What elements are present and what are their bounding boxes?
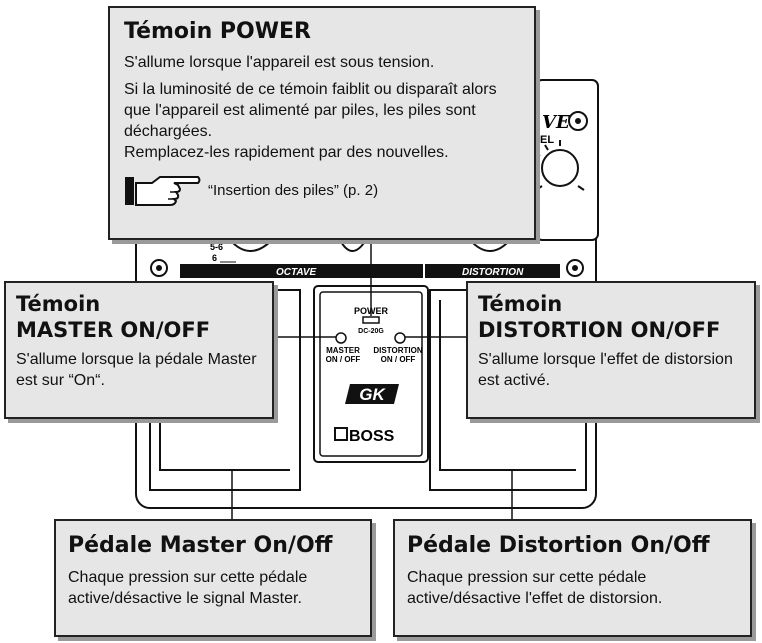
distortion-led-label-2: ON / OFF [381, 355, 416, 364]
battery-reference: “Insertion des piles” (p. 2) [124, 173, 522, 207]
distortion-led [394, 332, 406, 344]
boss-logo-square [334, 427, 348, 441]
distortion-pedal-text: Chaque pression sur cette pédale active/… [407, 569, 663, 607]
knob-mark-2: 6 [212, 253, 217, 263]
master-led-label-2: ON / OFF [326, 355, 361, 364]
distortion-led-callout: Témoin DISTORTION ON/OFF S'allume lorsqu… [466, 281, 756, 419]
power-callout-line2: Si la luminosité de ce témoin faiblit ou… [124, 81, 497, 140]
master-led-callout: Témoin MASTER ON/OFF S'allume lorsque la… [4, 281, 274, 419]
distortion-callout-title-1: Témoin [478, 292, 563, 316]
distortion-pedal-callout: Pédale Distortion On/Off Chaque pression… [393, 519, 752, 637]
distortion-callout-text: S'allume lorsque l'effet de distorsion e… [478, 351, 733, 389]
gk-logo: GK [359, 385, 386, 404]
boss-logo: BOSS [349, 428, 395, 445]
label-strip [180, 264, 560, 278]
knob-mark-1: 5-6 [210, 242, 223, 252]
master-callout-title-1: Témoin [16, 292, 101, 316]
knob-right [541, 149, 579, 187]
distortion-section-label: DISTORTION [462, 267, 524, 278]
top-label-1: VE [542, 112, 570, 133]
master-led-label-1: MASTER [326, 346, 360, 355]
gk-logo-plate [345, 384, 399, 404]
master-pedal-title: Pédale Master On/Off [68, 533, 333, 558]
power-callout: Témoin POWER S'allume lorsque l'appareil… [108, 6, 536, 240]
master-callout-text: S'allume lorsque la pédale Master est su… [16, 351, 257, 389]
power-callout-title: Témoin POWER [124, 19, 311, 44]
master-callout-title-2: MASTER ON/OFF [16, 318, 211, 342]
distortion-led-label-1: DISTORTION [373, 346, 422, 355]
power-led [362, 316, 380, 324]
pointing-hand-icon [125, 176, 201, 206]
master-pedal-text: Chaque pression sur cette pédale active/… [68, 569, 308, 607]
distortion-pedal-title: Pédale Distortion On/Off [407, 533, 710, 558]
top-label-2: EL [540, 134, 554, 146]
master-led [335, 332, 347, 344]
octave-section-label: OCTAVE [276, 267, 317, 278]
power-callout-line3: Remplacez-les rapidement par des nouvell… [124, 144, 449, 161]
battery-reference-text: “Insertion des piles” (p. 2) [208, 181, 379, 199]
distortion-callout-title-2: DISTORTION ON/OFF [478, 318, 721, 342]
master-pedal-callout: Pédale Master On/Off Chaque pression sur… [54, 519, 372, 637]
power-callout-line1: S'allume lorsque l'appareil est sous ten… [124, 54, 435, 71]
dc-label: DC-20G [358, 328, 384, 335]
